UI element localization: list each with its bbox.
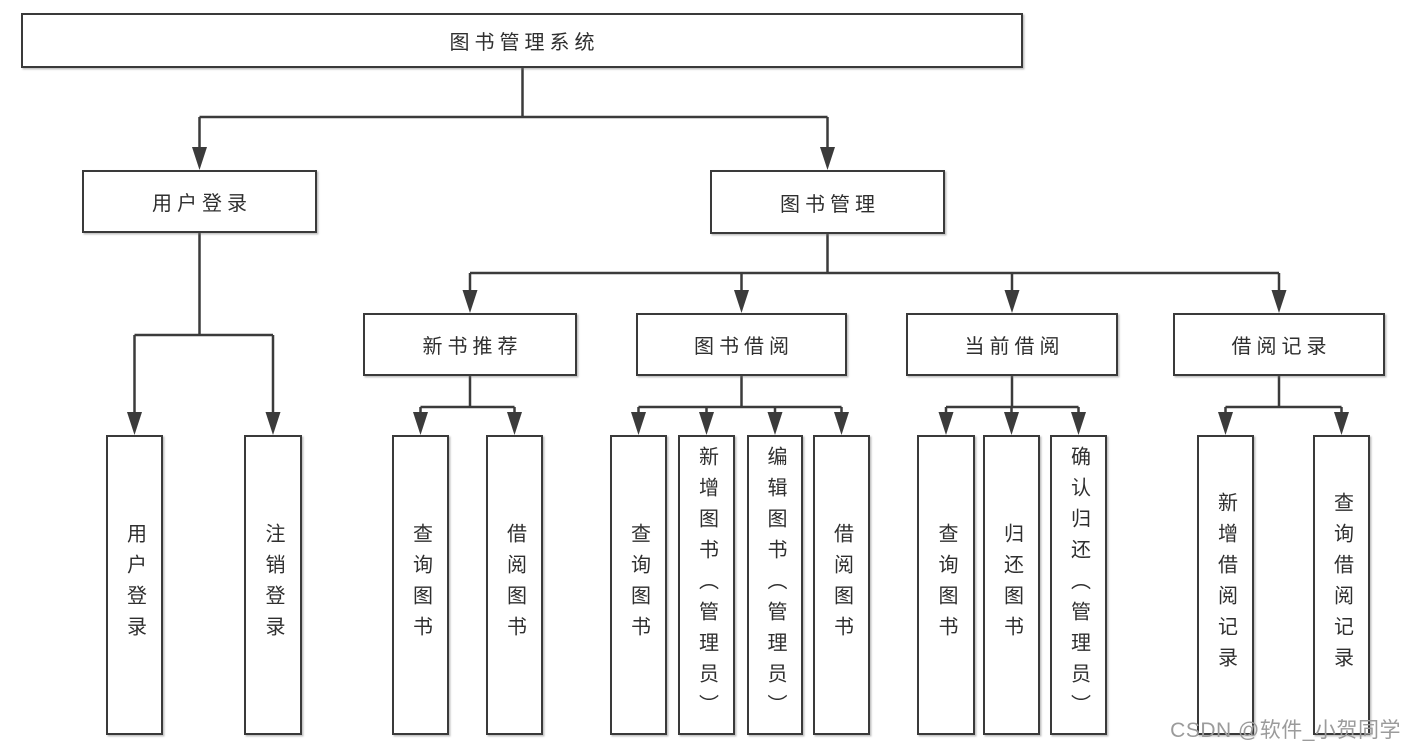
- node-leaf-query-books-current: 查询图书: [917, 435, 975, 735]
- node-leaf-add-borrow-record: 新增借阅记录: [1197, 435, 1254, 735]
- node-leaf-query-borrow-record-label: 查询借阅记录: [1330, 492, 1353, 678]
- node-leaf-query-books-current-label: 查询图书: [935, 523, 957, 647]
- node-book-management-label: 图书管理: [780, 193, 880, 216]
- node-leaf-query-books-borrowing: 查询图书: [610, 435, 667, 735]
- node-leaf-query-books-recommend-label: 查询图书: [409, 523, 432, 647]
- node-leaf-add-books-admin-label: 新增图书（管理员）: [695, 445, 718, 725]
- node-user-login: 用户登录: [82, 170, 317, 233]
- node-leaf-user-login-label: 用户登录: [123, 523, 146, 647]
- node-book-management: 图书管理: [710, 170, 945, 234]
- node-user-login-label: 用户登录: [152, 193, 252, 215]
- node-book-borrowing-label: 图书借阅: [694, 336, 794, 358]
- node-leaf-edit-books-admin: 编辑图书（管理员）: [747, 435, 803, 735]
- node-new-book-recommend: 新书推荐: [363, 313, 577, 376]
- node-library-management-system: 图书管理系统: [21, 13, 1023, 68]
- node-leaf-borrow-books-label: 借阅图书: [830, 523, 853, 647]
- node-leaf-add-books-admin: 新增图书（管理员）: [678, 435, 735, 735]
- node-leaf-query-books-borrowing-label: 查询图书: [627, 523, 650, 647]
- node-leaf-query-borrow-record: 查询借阅记录: [1313, 435, 1370, 735]
- node-book-borrowing: 图书借阅: [636, 313, 847, 376]
- node-borrowing-records-label: 借阅记录: [1231, 336, 1332, 358]
- node-leaf-borrow-books: 借阅图书: [813, 435, 870, 735]
- node-leaf-query-books-recommend: 查询图书: [392, 435, 449, 735]
- node-current-borrowing: 当前借阅: [906, 313, 1118, 376]
- node-leaf-confirm-return-admin-label: 确认归还（管理员）: [1067, 445, 1090, 725]
- node-leaf-edit-books-admin-label: 编辑图书（管理员）: [764, 445, 786, 725]
- node-leaf-borrow-books-recommend: 借阅图书: [486, 435, 543, 735]
- node-leaf-confirm-return-admin: 确认归还（管理员）: [1050, 435, 1107, 735]
- node-leaf-borrow-books-recommend-label: 借阅图书: [503, 523, 526, 647]
- node-borrowing-records: 借阅记录: [1173, 313, 1385, 376]
- node-leaf-user-login: 用户登录: [106, 435, 163, 735]
- csdn-watermark: CSDN @软件_小贺同学: [1170, 719, 1401, 742]
- node-leaf-logout-label: 注销登录: [262, 523, 284, 647]
- node-leaf-add-borrow-record-label: 新增借阅记录: [1214, 492, 1237, 678]
- node-leaf-return-books: 归还图书: [983, 435, 1040, 735]
- node-leaf-logout: 注销登录: [244, 435, 302, 735]
- node-new-book-recommend-label: 新书推荐: [422, 336, 523, 358]
- node-leaf-return-books-label: 归还图书: [1000, 523, 1023, 647]
- node-current-borrowing-label: 当前借阅: [964, 336, 1065, 358]
- node-library-management-system-label: 图书管理系统: [449, 32, 600, 54]
